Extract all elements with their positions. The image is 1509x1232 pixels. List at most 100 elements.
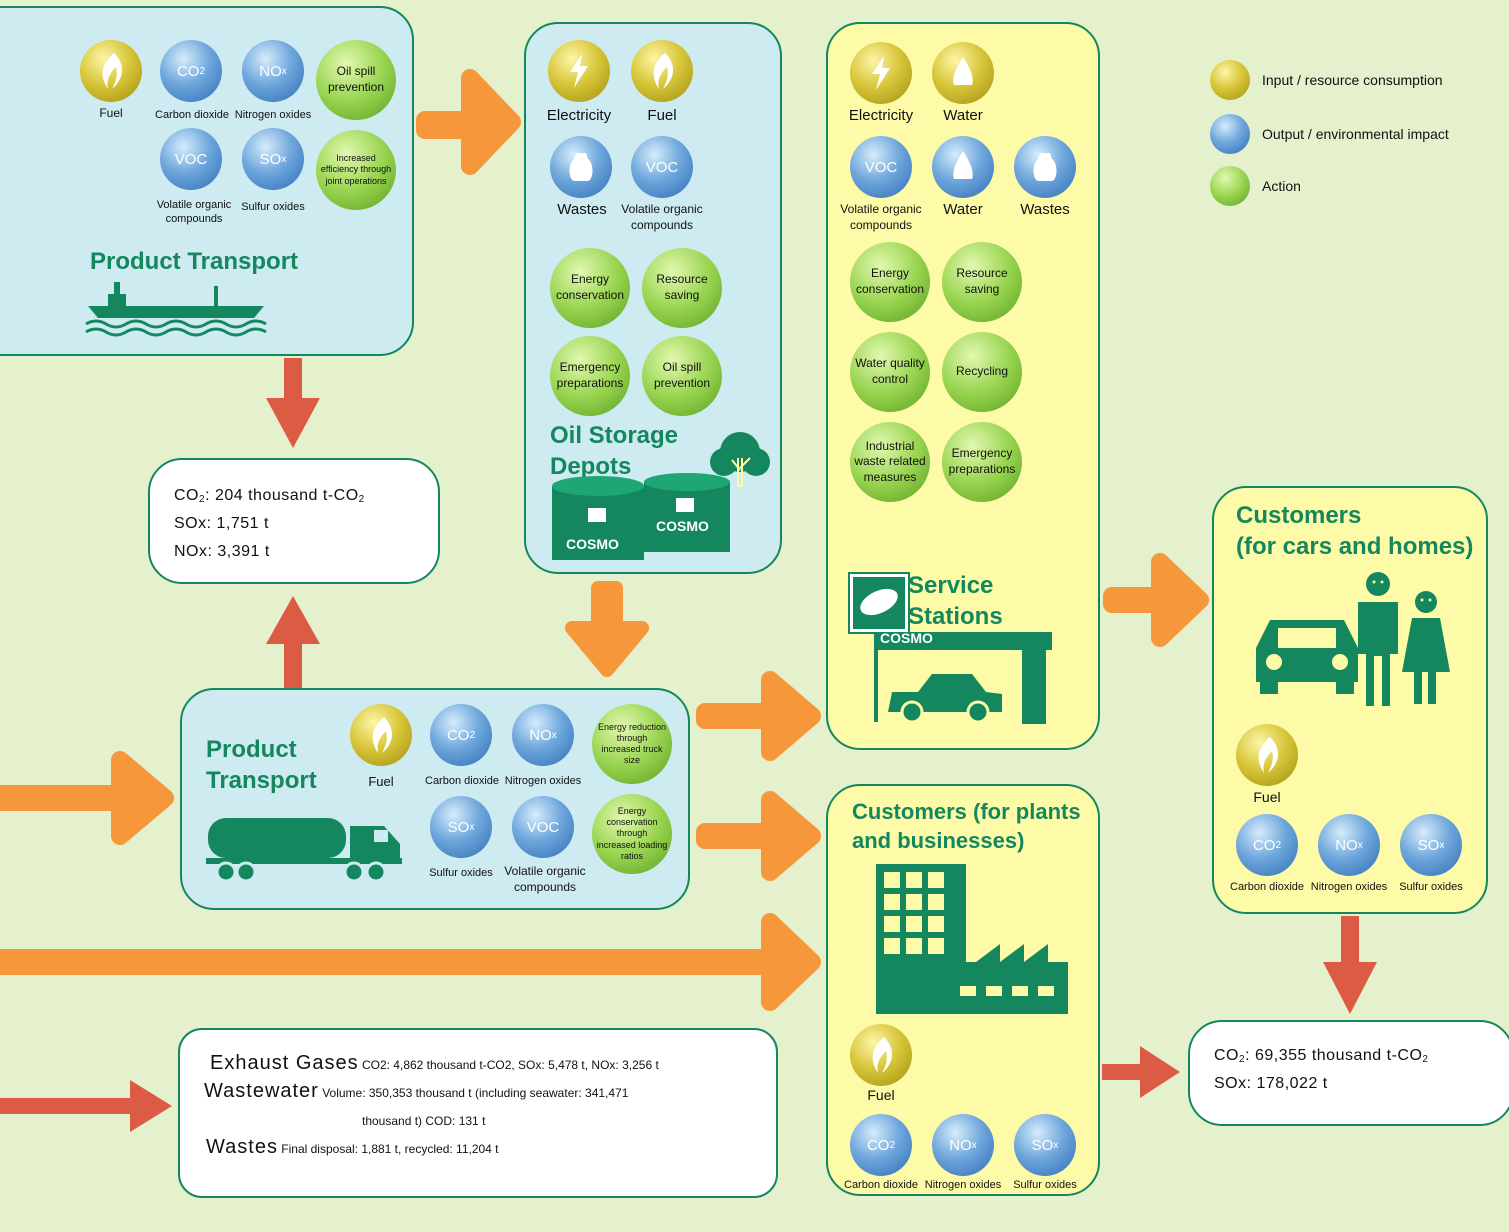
- depot-action-oil-spill: Oil spill prevention: [642, 336, 722, 416]
- wastes-label: Wastes: [206, 1136, 278, 1158]
- voc-icon: VOC: [631, 136, 693, 198]
- truck-nox-label: Nitrogen oxides: [504, 775, 582, 787]
- sox-label: Sulfur oxides: [241, 201, 305, 213]
- depots-title: Oil Storage Depots: [550, 422, 679, 481]
- wastes-text: Final disposal: 1,881 t, recycled: 11,20…: [281, 1142, 499, 1156]
- storage-tank-icon: [552, 473, 730, 560]
- voc-icon: VOC: [850, 136, 912, 198]
- customer-sox-line: SOx: 178,022 t: [1214, 1075, 1328, 1092]
- building-icon: [876, 864, 1068, 1014]
- arrow-left-to-output-red: [0, 1080, 172, 1132]
- legend-action-icon: [1210, 166, 1250, 206]
- plants-title: Customers (for plants and businesses): [852, 799, 1081, 853]
- homes-sox-label: Sulfur oxides: [1399, 881, 1463, 893]
- depot-wastes-label: Wastes: [557, 201, 607, 218]
- arrow-plants-right-red: [1102, 1046, 1180, 1098]
- truck-action-truck-size: Energy reduction through increased truck…: [592, 704, 672, 784]
- ss-electricity-label: Electricity: [848, 107, 914, 124]
- wastes-icon: [1014, 136, 1076, 198]
- voc-icon: VOC: [160, 128, 222, 190]
- fuel-icon: [1236, 724, 1298, 786]
- service-stations-title: Service Stations: [908, 572, 1003, 631]
- action-oil-spill: Oil spill prevention: [316, 40, 396, 120]
- wastes-line: Wastes Final disposal: 1,881 t, recycled…: [206, 1136, 499, 1159]
- fuel-icon: [850, 1024, 912, 1086]
- co2-label: Carbon dioxide: [155, 109, 229, 121]
- sea-emissions-text: CO2: 204 thousand t-CO2 SOx: 1,751 t NOx…: [174, 482, 365, 566]
- sea-nox-line: NOx: 3,391 t: [174, 543, 270, 560]
- fuel-icon: [80, 40, 142, 102]
- depot-voc-label: Volatile organic compounds: [621, 202, 703, 232]
- depot-action-energy: Energy conservation: [550, 248, 630, 328]
- truck-fuel-label: Fuel: [368, 774, 394, 789]
- wastewater-text-1: Volume: 350,353 thousand t (including se…: [322, 1086, 629, 1100]
- exhaust-gases-line: Exhaust Gases CO2: 4,862 thousand t-CO2,…: [210, 1052, 659, 1075]
- sea-emissions-box: [148, 458, 440, 584]
- depot-brand-1: COSMO: [566, 536, 619, 552]
- wastewater-text-2: thousand t) COD: 131 t: [362, 1114, 486, 1128]
- refinery-output-box: [178, 1028, 778, 1198]
- water-drop-icon: [932, 42, 994, 104]
- nox-label: Nitrogen oxides: [234, 109, 312, 121]
- homes-nox-label: Nitrogen oxides: [1310, 881, 1388, 893]
- arrow-truck-up-red: [266, 596, 320, 688]
- gas-station-icon: [874, 632, 1052, 724]
- exhaust-gases-text: CO2: 4,862 thousand t-CO2, SOx: 5,478 t,…: [361, 1058, 659, 1072]
- depot-action-resource: Resource saving: [642, 248, 722, 328]
- depot-fuel-label: Fuel: [647, 107, 677, 124]
- arrow-truck-to-plants: [696, 791, 821, 881]
- sea-sox-line: SOx: 1,751 t: [174, 515, 269, 532]
- tanker-truck-icon: [206, 818, 402, 883]
- arrow-left-to-plants: [0, 913, 821, 1011]
- homes-title: Customers (for cars and homes): [1236, 502, 1474, 561]
- ss-action-recycling: Recycling: [942, 332, 1022, 412]
- arrow-depot-down: [565, 581, 649, 677]
- ss-wastes-label: Wastes: [1020, 201, 1070, 218]
- electricity-icon: [850, 42, 912, 104]
- depot-action-emergency: Emergency preparations: [550, 336, 630, 416]
- plants-co2-label: Carbon dioxide: [844, 1179, 918, 1191]
- arrow-ss-to-homes: [1103, 553, 1209, 647]
- ss-action-emergency: Emergency preparations: [942, 422, 1022, 502]
- ss-action-resource: Resource saving: [942, 242, 1022, 322]
- action-joint-operations: Increased efficiency through joint opera…: [316, 130, 396, 210]
- wastewater-label: Wastewater: [204, 1080, 319, 1102]
- ss-water-in-label: Water: [943, 107, 983, 124]
- legend-input-label: Input / resource consumption: [1262, 72, 1443, 88]
- arrow-sea-to-depot: [416, 69, 521, 175]
- tree-icon: [710, 432, 770, 487]
- depot-electricity-label: Electricity: [546, 107, 612, 124]
- truck-transport-title: Product Transport: [206, 736, 317, 795]
- truck-co2-label: Carbon dioxide: [425, 775, 499, 787]
- plants-sox-label: Sulfur oxides: [1013, 1179, 1077, 1191]
- ss-action-industrial-waste: Industrial waste related measures: [850, 422, 930, 502]
- car-and-people-icon: [1256, 572, 1450, 706]
- depot-brand-2: COSMO: [656, 518, 709, 534]
- voc-label: Volatile organic compounds: [156, 199, 232, 226]
- arrow-truck-to-ss: [696, 671, 821, 761]
- legend-output-label: Output / environmental impact: [1262, 126, 1449, 142]
- water-drop-icon: [932, 136, 994, 198]
- ship-icon: [85, 282, 267, 337]
- customer-emissions-box: [1188, 1020, 1509, 1126]
- fuel-icon: [350, 704, 412, 766]
- exhaust-gases-label: Exhaust Gases: [210, 1052, 359, 1074]
- ss-water-out-label: Water: [943, 201, 983, 218]
- fuel-label: Fuel: [99, 106, 123, 120]
- wastewater-line: Wastewater Volume: 350,353 thousand t (i…: [204, 1080, 628, 1103]
- ss-action-water-quality: Water quality control: [850, 332, 930, 412]
- homes-co2-label: Carbon dioxide: [1230, 881, 1304, 893]
- legend-input-icon: [1210, 60, 1250, 100]
- ss-voc-label: Volatile organic compounds: [840, 202, 922, 232]
- truck-voc-label: Volatile organic compounds: [504, 864, 586, 894]
